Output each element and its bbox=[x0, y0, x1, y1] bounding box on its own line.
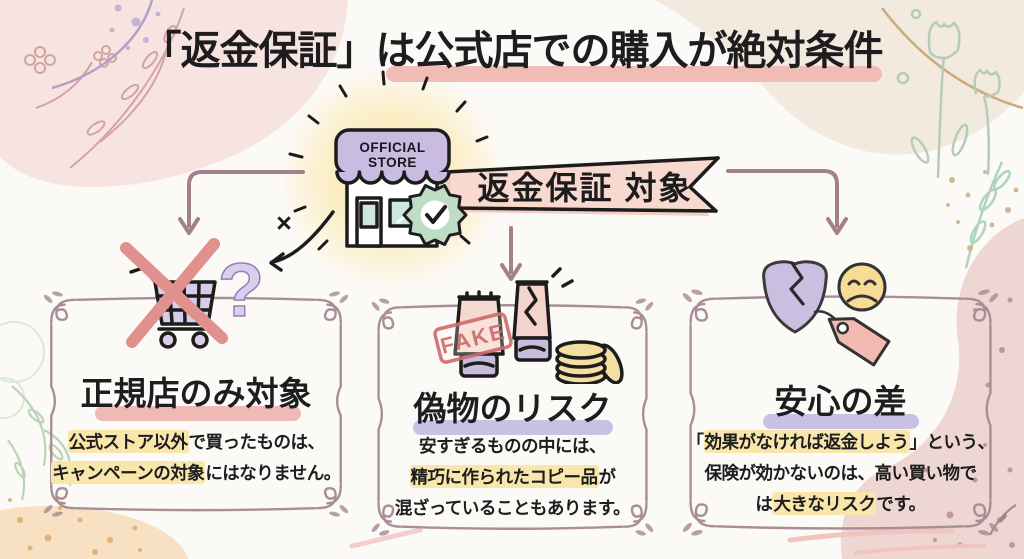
body-text: が bbox=[598, 467, 617, 487]
banner-label: 返金保証 対象 bbox=[478, 170, 693, 206]
body-text: にはなりません。 bbox=[205, 463, 341, 483]
crossed-cart-icon: ? bbox=[120, 238, 265, 349]
corner-blob-bottom-left bbox=[0, 321, 189, 559]
page-title: 「返金保証」は公式店での購入が絶対条件 bbox=[141, 29, 884, 73]
title-highlight-bar bbox=[386, 66, 882, 82]
question-mark-icon: ? bbox=[218, 248, 264, 333]
body-highlight: キャンペーンの対象 bbox=[51, 461, 206, 484]
purple-dots bbox=[109, 4, 161, 50]
store-door-glass bbox=[359, 201, 379, 229]
flower-doodle bbox=[24, 45, 117, 74]
sad-face-icon bbox=[837, 262, 887, 312]
body-text: 安すぎるものの中には、 bbox=[419, 436, 607, 456]
badge-inner bbox=[420, 200, 450, 230]
banner-ribbon bbox=[450, 158, 718, 211]
body-text: 「 bbox=[686, 432, 705, 452]
red-cross-icon bbox=[120, 238, 228, 348]
body-text: は bbox=[755, 494, 773, 514]
cracked-tube-icon bbox=[512, 267, 574, 362]
body-text: 」という、 bbox=[909, 432, 996, 452]
awning-scallops bbox=[335, 170, 451, 185]
card-heading: 安心の差 bbox=[774, 383, 907, 420]
store-sign-line1: OFFICIAL bbox=[359, 140, 425, 155]
heading-underline bbox=[763, 414, 919, 429]
check-badge-icon bbox=[402, 184, 468, 246]
body-highlight: 公式ストア以外 bbox=[67, 430, 189, 453]
corner-blob-top-left bbox=[0, 0, 348, 187]
body-text: 混ざっていることもあります。 bbox=[394, 498, 631, 518]
guarantee-banner: 返金保証 対象 bbox=[444, 156, 720, 216]
heading-underline bbox=[95, 406, 301, 421]
tube-icon bbox=[453, 290, 505, 378]
body-highlight: 大きなリスク bbox=[772, 492, 877, 515]
broken-shield-icon bbox=[762, 260, 828, 334]
card-official-only: 正規店のみ対象 公式ストア以外で買ったものは、 キャンペーンの対象にはなりません… bbox=[42, 291, 350, 517]
body-highlight: 効果がなければ返金しよう bbox=[703, 430, 910, 453]
card-body: 「効果がなければ返金しよう」という、 保険が効かないのは、高い買い物で は大きな… bbox=[669, 427, 1012, 520]
bottom-swooshes bbox=[349, 527, 986, 555]
card-heading: 偽物のリスク bbox=[413, 390, 612, 427]
heading-underline bbox=[413, 420, 613, 435]
card-fake-risk: 偽物のリスク 安すぎるものの中には、 精巧に作られたコピー品が 混ざっていること… bbox=[370, 298, 655, 536]
price-tag-icon bbox=[813, 310, 891, 367]
card-heading: 正規店のみ対象 bbox=[80, 375, 312, 412]
body-text: で買ったものは、 bbox=[188, 432, 326, 452]
coins-icon bbox=[555, 340, 624, 384]
card-body: 公式ストア以外で買ったものは、 キャンペーンの対象にはなりません。 bbox=[30, 427, 362, 489]
body-text: です。 bbox=[876, 494, 926, 514]
body-highlight: 精巧に作られたコピー品 bbox=[409, 465, 599, 488]
check-icon bbox=[425, 205, 447, 224]
body-text: 保険が効かないのは、高い買い物で bbox=[704, 463, 978, 483]
no-guarantee-icon bbox=[762, 260, 891, 367]
card-peace-of-mind: 安心の差 「効果がなければ返金しよう」という、 保険が効かないのは、高い買い物で… bbox=[681, 289, 1000, 536]
fake-products-icon: FAKE bbox=[433, 267, 624, 384]
store-sign-line2: STORE bbox=[368, 155, 417, 170]
card-body: 安すぎるものの中には、 精巧に作られたコピー品が 混ざっていることもあります。 bbox=[358, 431, 667, 524]
